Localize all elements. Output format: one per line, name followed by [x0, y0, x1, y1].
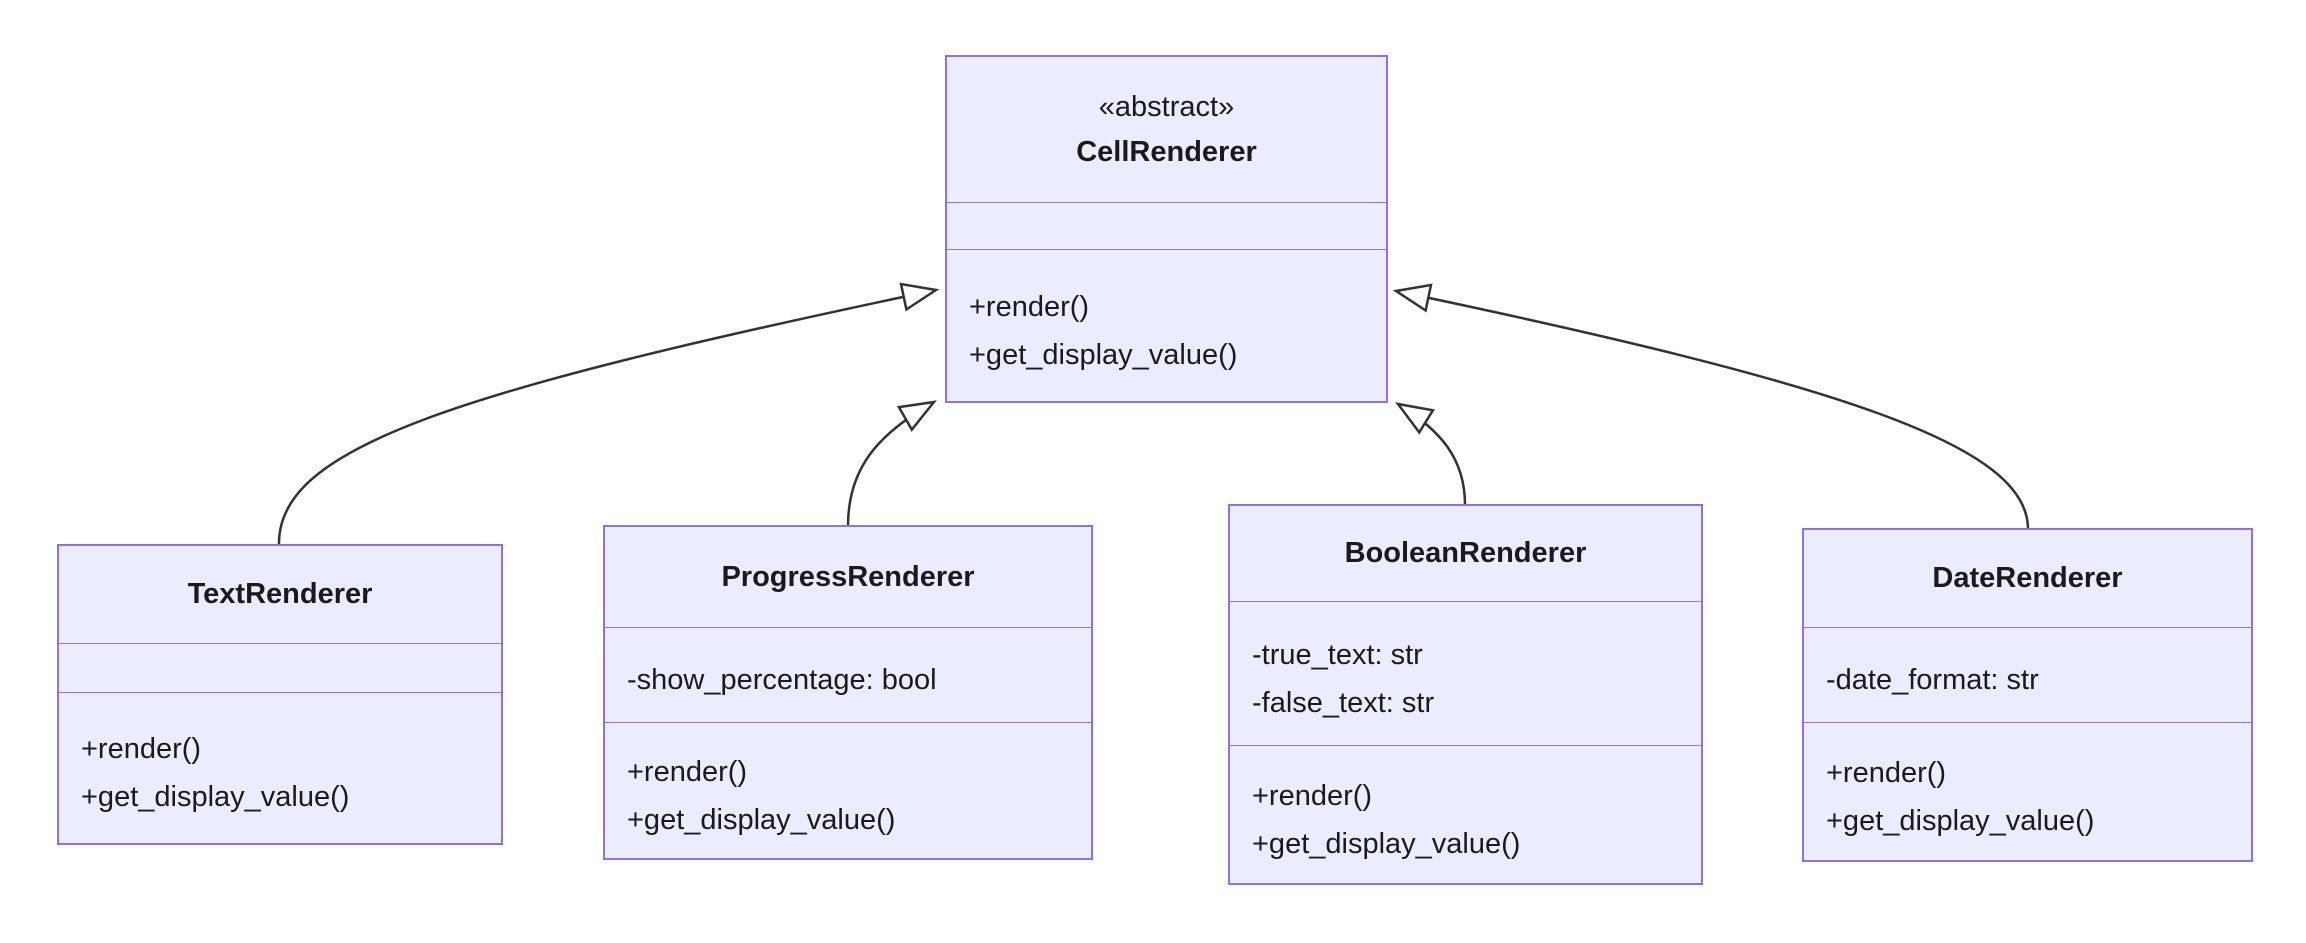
class-name: BooleanRenderer [1344, 537, 1587, 569]
inheritance-arrow-daterenderer [1392, 283, 2030, 530]
class-method: +render() [1252, 779, 1373, 812]
attributes-compartment: -date_format: str [1804, 627, 2251, 722]
class-attribute: -date_format: str [1826, 664, 2039, 696]
class-title-compartment: «abstract» CellRenderer [947, 57, 1386, 202]
class-box-booleanrenderer: BooleanRenderer -true_text: str -false_t… [1228, 504, 1703, 885]
methods-compartment: +render() +get_display_value() [605, 722, 1091, 858]
class-method: +get_display_value() [1252, 827, 1521, 860]
class-attribute: -show_percentage: bool [627, 664, 937, 696]
class-box-progressrenderer: ProgressRenderer -show_percentage: bool … [603, 525, 1093, 860]
class-stereotype: «abstract» [1098, 90, 1235, 123]
class-title-compartment: ProgressRenderer [605, 527, 1091, 627]
class-box-daterenderer: DateRenderer -date_format: str +render()… [1802, 528, 2253, 862]
inheritance-arrow-booleanrenderer [1395, 402, 1467, 506]
class-attribute: -false_text: str [1252, 686, 1435, 719]
class-name: ProgressRenderer [721, 560, 975, 593]
attributes-compartment: -true_text: str -false_text: str [1230, 601, 1701, 745]
class-title-compartment: BooleanRenderer [1230, 506, 1701, 601]
class-name: TextRenderer [187, 578, 373, 610]
class-method: +render() [627, 755, 748, 788]
class-attribute: -true_text: str [1252, 638, 1423, 671]
methods-compartment: +render() +get_display_value() [1804, 722, 2251, 860]
class-method: +get_display_value() [969, 338, 1238, 371]
class-title-compartment: DateRenderer [1804, 530, 2251, 627]
inheritance-arrow-progressrenderer [846, 400, 937, 527]
class-method: +render() [969, 290, 1090, 323]
attributes-compartment [947, 202, 1386, 249]
class-title-compartment: TextRenderer [59, 546, 501, 643]
class-method: +get_display_value() [1826, 804, 2095, 837]
inheritance-arrow-textrenderer [277, 282, 940, 546]
methods-compartment: +render() +get_display_value() [1230, 745, 1701, 883]
class-box-cellrenderer: «abstract» CellRenderer +render() +get_d… [945, 55, 1388, 403]
attributes-compartment [59, 643, 501, 692]
class-name: DateRenderer [1932, 562, 2123, 594]
attributes-compartment: -show_percentage: bool [605, 627, 1091, 722]
class-method: +render() [81, 733, 202, 765]
class-method: +get_display_value() [81, 781, 350, 813]
methods-compartment: +render() +get_display_value() [947, 249, 1386, 401]
class-box-textrenderer: TextRenderer +render() +get_display_valu… [57, 544, 503, 845]
class-name: CellRenderer [1076, 135, 1257, 168]
class-method: +render() [1826, 756, 1947, 789]
methods-compartment: +render() +get_display_value() [59, 692, 501, 843]
class-method: +get_display_value() [627, 803, 896, 836]
